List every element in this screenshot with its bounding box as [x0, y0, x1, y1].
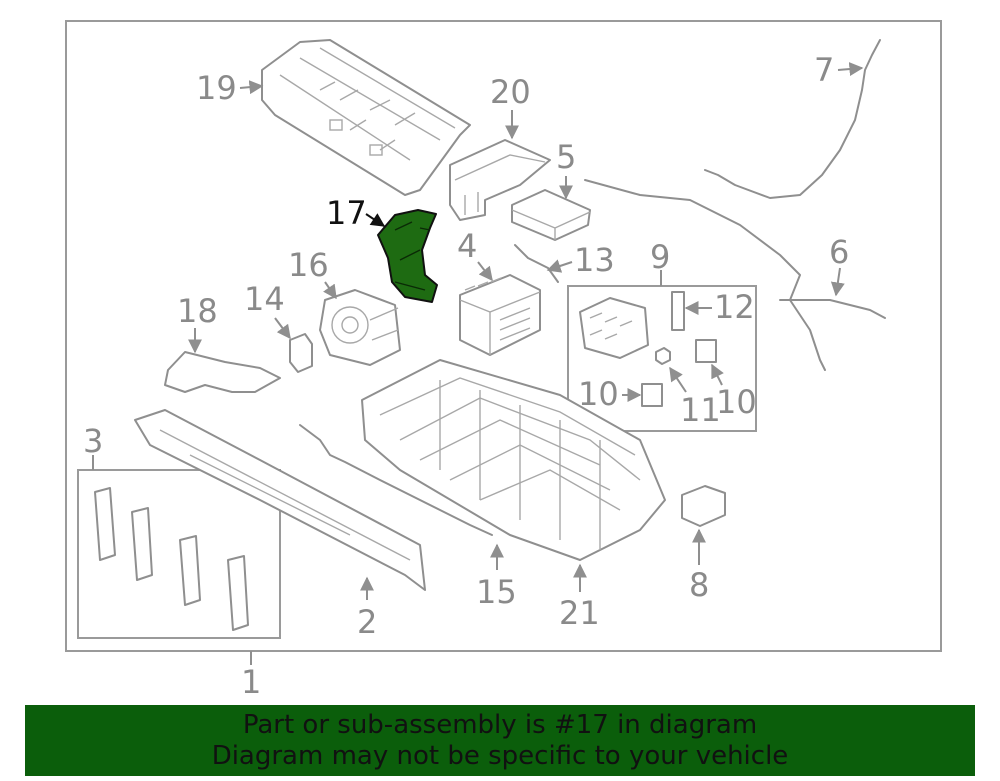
banner-line-1: Part or sub-assembly is #17 in diagram	[242, 710, 758, 740]
callout-16: 16	[288, 246, 329, 284]
part-6-harness	[584, 179, 886, 371]
leader-4	[477, 261, 493, 282]
callout-6: 6	[829, 233, 849, 271]
part-20-bracket	[449, 139, 551, 221]
leader-6	[830, 267, 845, 297]
callout-9: 9	[650, 238, 670, 276]
part-5-module	[511, 189, 591, 241]
callout-3: 3	[83, 422, 103, 460]
callout-13: 13	[574, 241, 615, 279]
callout-4: 4	[457, 227, 477, 265]
callout-11: 11	[680, 391, 721, 429]
leader-13	[546, 259, 573, 273]
part-16-blower	[319, 289, 401, 366]
callout-14: 14	[244, 280, 285, 318]
leader-7	[837, 62, 864, 77]
leader-14	[274, 317, 291, 340]
callout-10-left: 10	[578, 375, 619, 413]
part-21-battery-tray	[361, 359, 666, 561]
part-15-cable	[299, 424, 493, 536]
leader-10a	[711, 363, 724, 386]
part-10-relay-b	[641, 383, 663, 407]
part-14-connector	[289, 333, 313, 373]
callout-19: 19	[196, 69, 237, 107]
callout-2: 2	[357, 603, 377, 641]
callout-18: 18	[177, 292, 218, 330]
info-banner: Part or sub-assembly is #17 in diagram D…	[25, 705, 975, 776]
leader-11	[669, 366, 687, 393]
leader-16	[323, 281, 337, 300]
part-19-cover	[261, 39, 471, 196]
part-18-duct	[164, 351, 281, 393]
callout-21: 21	[559, 594, 600, 632]
part-13-cable	[514, 244, 559, 283]
callout-17: 17	[326, 194, 367, 232]
leader-17	[365, 213, 386, 227]
part-12-fuse	[671, 291, 685, 331]
part-4-junction-block	[459, 274, 541, 356]
callout-1: 1	[241, 663, 261, 700]
callout-12: 12	[714, 288, 755, 326]
diagram-frame	[65, 20, 942, 652]
part-7-harness	[704, 39, 881, 199]
part-3-brackets	[94, 487, 249, 631]
part-8-connector	[681, 485, 726, 527]
callout-7: 7	[814, 51, 834, 89]
callout-8: 8	[689, 566, 709, 604]
callout-20: 20	[490, 73, 531, 111]
banner-line-2: Diagram may not be specific to your vehi…	[211, 741, 789, 771]
parts-diagram: 19 20 5 17 4 13 16 14 18 7 6 9 12 10 11 …	[65, 20, 942, 700]
callout-5: 5	[556, 138, 576, 176]
part-10-relay-a	[695, 339, 717, 363]
part-2-rail	[134, 409, 426, 591]
part-9-fusebox	[579, 297, 649, 359]
leader-19	[239, 80, 264, 95]
callout-15: 15	[476, 573, 517, 611]
callout-10-right: 10	[716, 383, 757, 421]
part-17-duct-highlighted	[377, 209, 438, 303]
part-11-fuse	[655, 347, 671, 365]
